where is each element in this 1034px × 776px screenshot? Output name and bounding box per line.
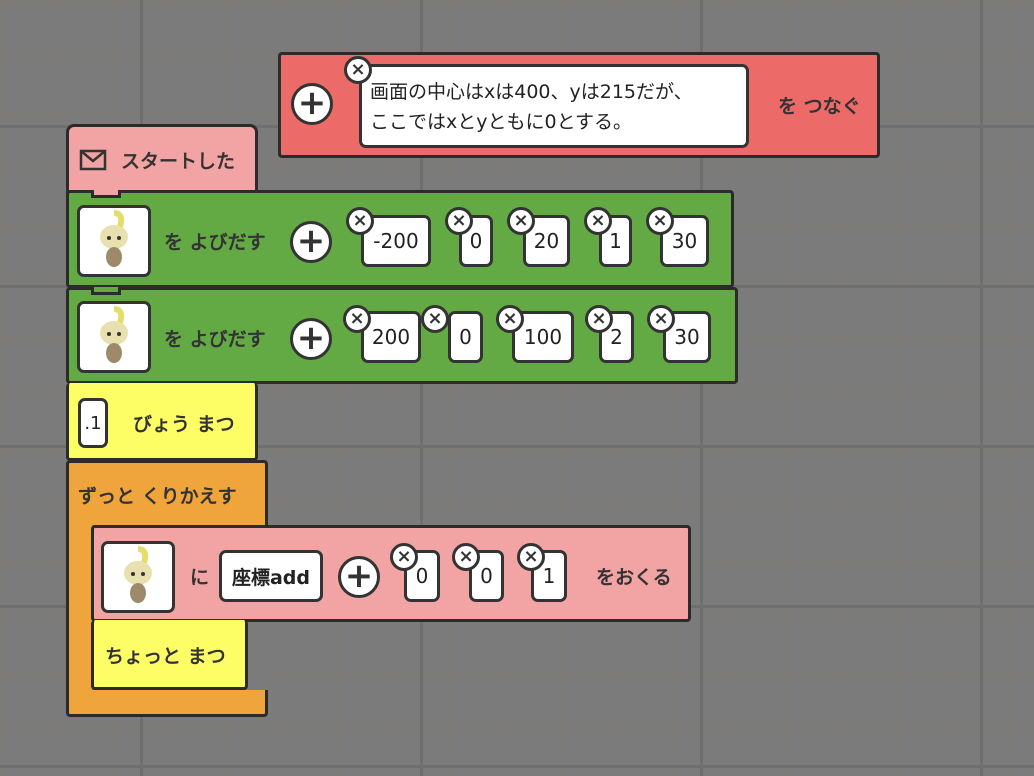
character-sprite-picker[interactable] [77,205,151,277]
spawn-label: を よびだす [164,328,266,351]
message-input[interactable]: 座標add [219,550,323,602]
arg-input[interactable]: 20 [523,215,570,267]
short-wait-label: ちょっと まつ [105,645,226,668]
remove-argument-icon[interactable]: × [507,207,535,235]
add-argument-button[interactable]: + [291,83,333,125]
remove-argument-icon[interactable]: × [421,305,449,333]
join-label: を つなぐ [778,95,861,118]
remove-argument-icon[interactable]: × [496,305,524,333]
send-message-block[interactable]: に 座標add + 0 0 1 × × × をおくる [91,525,691,622]
comment-line-1: 画面の中心はxは400、yは215だが、 [370,81,693,103]
add-argument-button[interactable]: + [338,556,380,598]
character-sprite-icon [124,546,152,603]
loop-label: ずっと くりかえす [78,485,237,508]
comment-text-input[interactable]: 画面の中心はxは400、yは215だが、 ここではxとyともに0とする。 [359,64,749,148]
send-label: をおくる [596,566,672,589]
seconds-input[interactable]: .1 [78,398,108,448]
remove-argument-icon[interactable]: × [445,207,473,235]
remove-argument-icon[interactable]: × [585,305,613,333]
spawn-block[interactable]: を よびだす + -200 0 20 1 30 × × × × × [66,190,734,288]
remove-argument-icon[interactable]: × [647,305,675,333]
comment-line-2: ここではxとyともに0とする。 [370,111,633,133]
wait-label: びょう まつ [133,413,235,436]
spawn-block[interactable]: を よびだす + 200 0 100 2 30 × × × × × [66,287,738,384]
spawn-label: を よびだす [164,231,266,254]
envelope-icon [79,149,107,171]
send-target-label: に [190,566,210,589]
start-label: スタートした [121,150,236,173]
add-argument-button[interactable]: + [290,221,332,263]
arg-input[interactable]: 2 [599,311,634,363]
remove-argument-icon[interactable]: × [344,56,372,84]
arg-input[interactable]: 0 [448,311,483,363]
arg-input[interactable]: 0 [469,550,504,602]
arg-input[interactable]: 1 [599,215,632,267]
remove-argument-icon[interactable]: × [390,543,418,571]
wait-seconds-block[interactable]: .1 びょう まつ [66,383,258,461]
arg-input[interactable]: 200 [361,311,421,363]
start-event-block[interactable]: スタートした [66,124,258,194]
remove-argument-icon[interactable]: × [346,207,374,235]
remove-argument-icon[interactable]: × [584,207,612,235]
character-sprite-picker[interactable] [77,301,151,373]
remove-argument-icon[interactable]: × [517,543,545,571]
character-sprite-icon [100,306,128,363]
comment-join-block[interactable]: + 画面の中心はxは400、yは215だが、 ここではxとyともに0とする。 ×… [278,52,880,158]
short-wait-block[interactable]: ちょっと まつ [91,620,248,690]
add-argument-button[interactable]: + [290,318,332,360]
remove-argument-icon[interactable]: × [343,305,371,333]
block-notch [91,287,121,295]
character-sprite-picker[interactable] [101,541,175,613]
remove-argument-icon[interactable]: × [452,543,480,571]
character-sprite-icon [100,210,128,267]
block-notch [91,190,121,198]
remove-argument-icon[interactable]: × [646,207,674,235]
